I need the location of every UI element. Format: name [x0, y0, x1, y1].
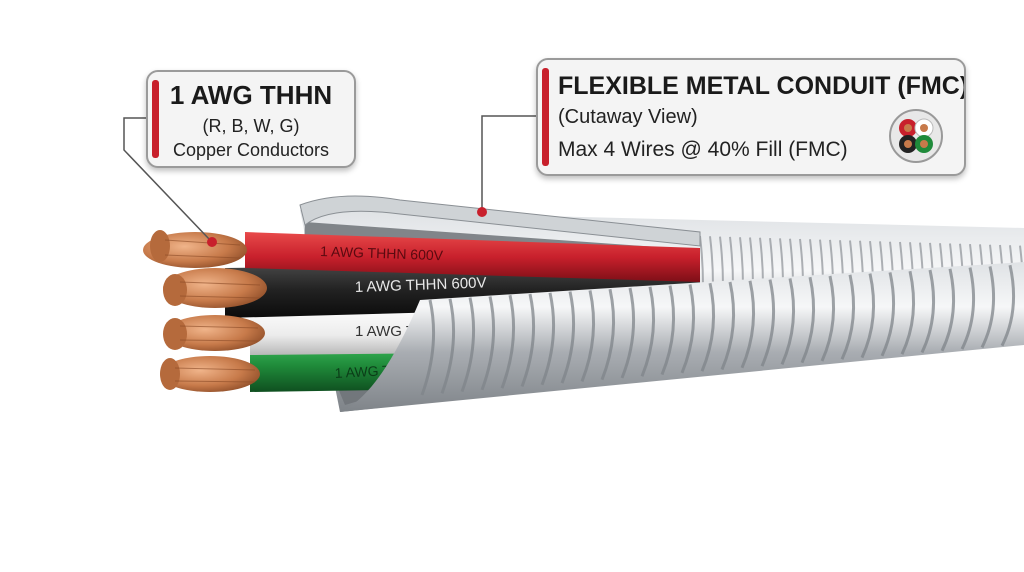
conduit-front-rib: [640, 286, 656, 377]
conduit-front-rib: [560, 291, 576, 384]
conductors-title: 1 AWG THHN: [169, 80, 333, 110]
conduit-front-rib: [880, 272, 896, 357]
conduit-front-rib: [520, 293, 536, 388]
conduit-front-rib: [920, 269, 936, 354]
conduit-front-rib: [780, 278, 796, 366]
leader-line-conductors: [123, 117, 211, 241]
conduit-callout: FLEXIBLE METAL CONDUIT (FMC) (Cutaway Vi…: [536, 58, 966, 176]
conduit-front-rib: [440, 298, 456, 394]
conduit-front-rib: [620, 287, 636, 379]
conduit-front-rib: [1000, 264, 1016, 347]
conductors-callout: 1 AWG THHN (R, B, W, G) Copper Conductor…: [146, 70, 356, 168]
conduit-front-rib: [540, 292, 556, 386]
conduit-front-rib: [820, 275, 836, 362]
conduit-front-rib: [500, 294, 516, 389]
accent-bar: [542, 68, 549, 166]
conductors-material: Copper Conductors: [172, 140, 330, 160]
conduit-front-rib: [760, 279, 776, 367]
wire-label-black: 1 AWG THHN 600V: [355, 274, 487, 296]
conduit-cut-rim: [299, 195, 701, 247]
conduit-front-rib: [900, 270, 916, 355]
conduit-fill: Max 4 Wires @ 40% Fill (FMC): [558, 138, 848, 161]
wire-label-red: 1 AWG THHN 600V: [320, 243, 444, 263]
copper-conductors: [143, 230, 267, 392]
leader-dot-conductors: [207, 237, 217, 247]
conduit-front-ribs: [420, 264, 1016, 396]
conductors-colors: (R, B, W, G): [202, 116, 300, 136]
wire-red: 1 AWG THHN 600V: [245, 232, 700, 282]
conduit-front-rib: [420, 299, 436, 396]
conduit-front-rib: [860, 273, 876, 359]
conduit-front-rib: [580, 290, 596, 382]
leader-dot-conduit: [477, 207, 487, 217]
conduit-front-rib: [460, 297, 476, 393]
accent-bar: [152, 80, 159, 158]
conduit-front-rib: [800, 276, 816, 364]
conduit-front-rib: [720, 281, 736, 371]
conduit-front-rib: [700, 282, 716, 372]
wire-cross-section-icon: [889, 109, 943, 163]
conduit-front-rib: [980, 266, 996, 349]
conduit-view: (Cutaway View): [558, 106, 698, 128]
conduit-front-rib: [940, 268, 956, 352]
conduit-front-rib: [660, 285, 676, 376]
conduit-front-rib: [840, 274, 856, 360]
conduit-title: FLEXIBLE METAL CONDUIT (FMC): [558, 72, 966, 100]
conduit-front-rib: [740, 280, 756, 369]
leader-line-conduit: [481, 115, 536, 210]
conduit-front-rib: [680, 284, 696, 374]
conduit-front-rib: [960, 267, 976, 350]
conduit-front-rib: [600, 288, 616, 381]
conduit-front-rib: [480, 296, 496, 391]
